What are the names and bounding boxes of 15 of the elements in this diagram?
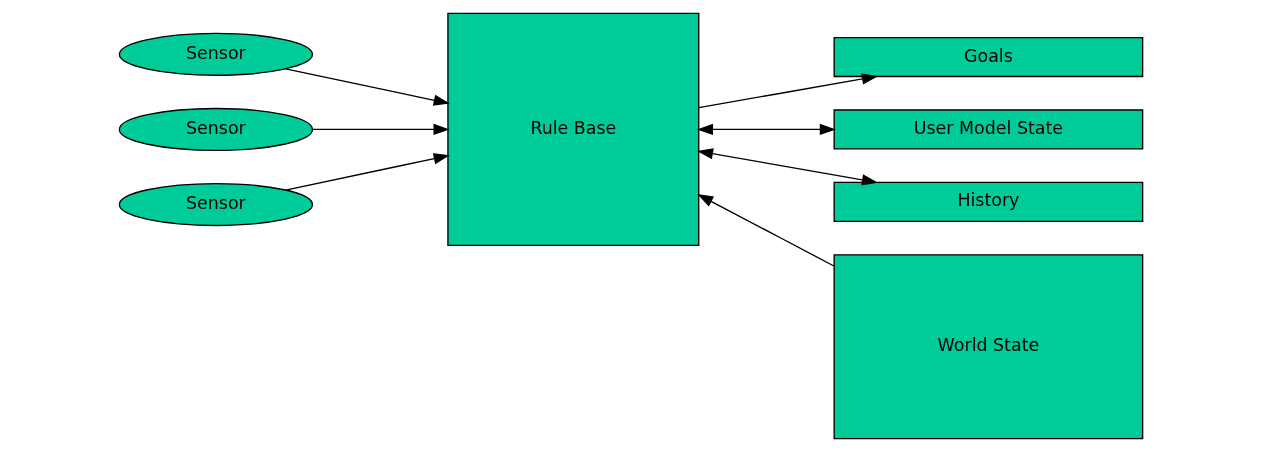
node-box: User Model State: [833, 109, 1143, 150]
node-ellipse: Sensor: [118, 182, 313, 227]
arrow: [311, 123, 450, 136]
arrow: [696, 123, 836, 136]
arrow: [284, 153, 450, 191]
node-box: World State: [833, 254, 1143, 440]
node-ellipse: Sensor: [118, 32, 313, 76]
arrow: [696, 148, 878, 186]
arrow: [284, 68, 450, 106]
node-ellipse: Sensor: [118, 107, 313, 152]
node-box: Rule Base: [446, 12, 699, 247]
node-box: Goals: [833, 36, 1143, 78]
arrow: [696, 194, 835, 267]
arrow: [697, 73, 878, 109]
node-box: History: [833, 181, 1143, 222]
